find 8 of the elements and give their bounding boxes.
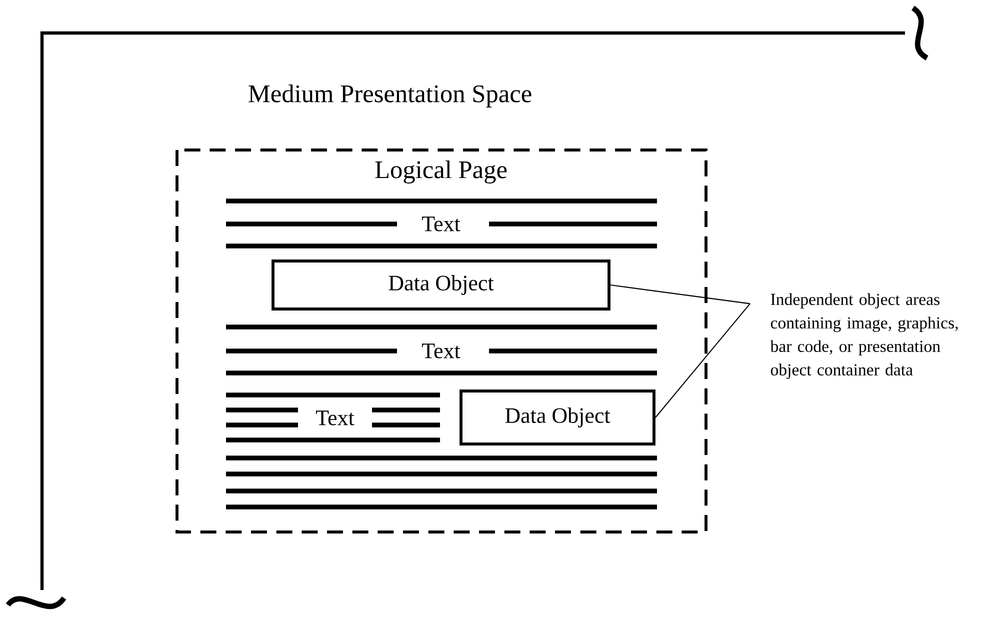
data-object-box: Data Object [460,390,656,446]
callout-note: Independent object areas containing image, graphics, bar code, or presentation object container data [770,293,958,379]
leader-line [655,303,750,418]
leader-line [610,284,750,304]
text-block: Text [226,198,657,248]
text-block: Text [226,392,440,442]
text-block: Text [226,324,657,376]
data-object-box: Data Object [272,260,610,310]
